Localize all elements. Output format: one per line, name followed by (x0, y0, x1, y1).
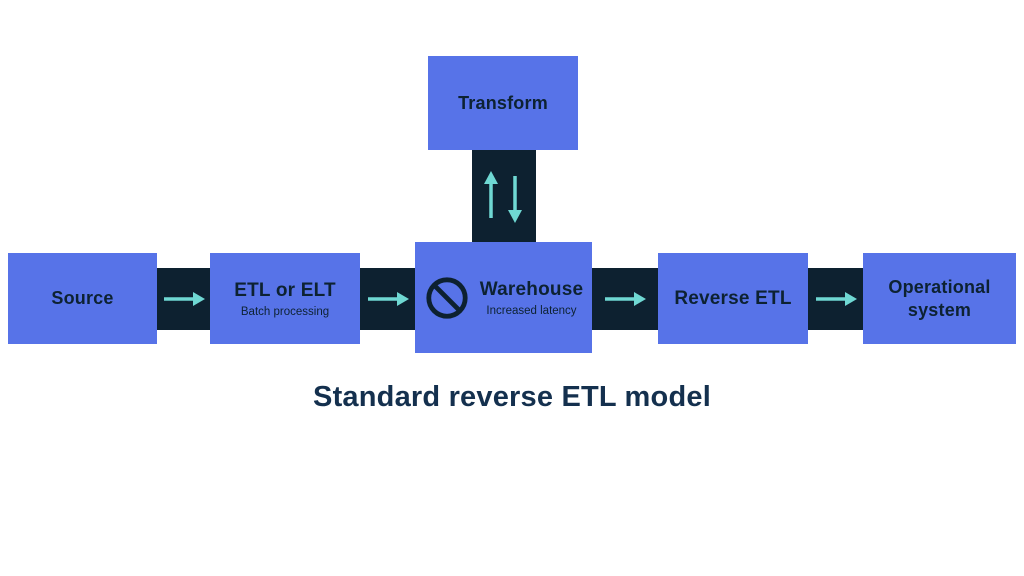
transform-label: Transform (458, 92, 548, 113)
connector-warehouse-reverse-etl (592, 268, 658, 330)
prohibition-icon (426, 276, 468, 319)
source-label: Source (51, 288, 114, 309)
node-warehouse: Warehouse Increased latency (415, 242, 592, 353)
node-etl-or-elt: ETL or ELT Batch processing (210, 253, 360, 344)
etl-label: ETL or ELT (234, 280, 336, 302)
warehouse-label: Warehouse (479, 279, 584, 301)
operational-system-label: Operational system (888, 277, 991, 320)
connector-source-etl (157, 268, 210, 330)
right-arrow-icon (163, 292, 205, 306)
right-arrow-icon (815, 292, 857, 306)
node-reverse-etl: Reverse ETL (658, 253, 808, 344)
connector-etl-warehouse (360, 268, 415, 330)
diagram-title: Standard reverse ETL model (313, 381, 711, 413)
connector-transform-warehouse (472, 150, 536, 242)
right-arrow-icon (367, 292, 409, 306)
node-transform: Transform (428, 56, 578, 150)
warehouse-sublabel: Increased latency (486, 304, 577, 317)
reverse-etl-label: Reverse ETL (674, 287, 792, 309)
node-source: Source (8, 253, 157, 344)
right-arrow-icon (605, 292, 646, 306)
etl-sublabel: Batch processing (240, 305, 330, 318)
node-operational-system: Operational system (863, 253, 1016, 344)
connector-reverse-etl-operational (808, 268, 863, 330)
up-down-arrows-icon (484, 171, 522, 223)
